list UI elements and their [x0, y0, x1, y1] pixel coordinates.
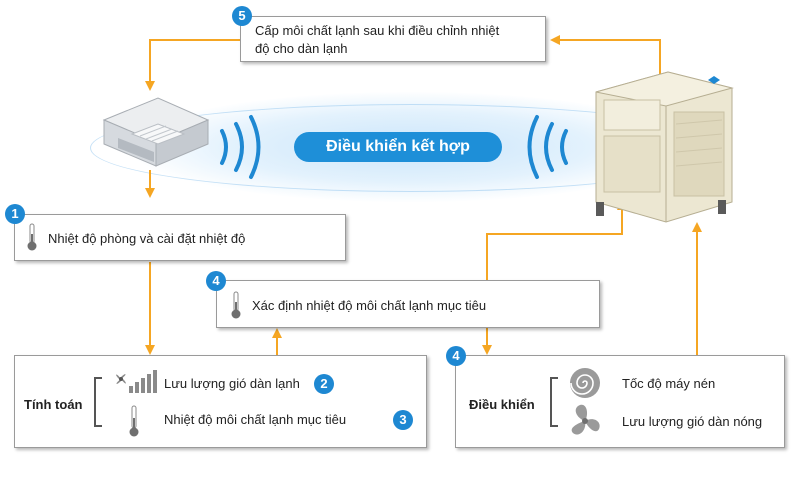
propeller-icon: [571, 404, 600, 435]
step4-target-text: Xác định nhiệt độ môi chất lạnh mục tiêu: [252, 298, 487, 313]
control-title: Điều khiển: [469, 397, 535, 412]
calc-airflow-badge: 2: [314, 374, 334, 394]
step4-target-box: [216, 280, 600, 328]
step1-box: [14, 214, 346, 261]
calculation-title: Tính toán: [24, 397, 83, 412]
calc-refrigerant-badge: 3: [393, 410, 413, 430]
step5-text-line2: độ cho dàn lạnh: [255, 41, 348, 56]
control-outdoor-fan-text: Lưu lượng gió dàn nóng: [622, 414, 763, 429]
step1-text: Nhiệt độ phòng và cài đặt nhiệt độ: [48, 231, 246, 246]
control-compressor-text: Tốc độ máy nén: [622, 376, 716, 391]
arrow-step5-to-indoor: [145, 39, 240, 91]
fan-icon: [116, 374, 126, 384]
step5-text-line1: Cấp môi chất lạnh sau khi điều chỉnh nhi…: [255, 23, 500, 38]
control-box: [455, 355, 785, 448]
arrow-to-outdoor-left: [486, 200, 627, 300]
calc-refrigerant-text: Nhiệt độ môi chất lạnh mục tiêu: [164, 412, 347, 427]
arrow-outdoor-to-step5: [550, 35, 661, 86]
calculation-bracket: [94, 377, 102, 427]
thermometer-icon: [231, 291, 241, 319]
control-badge: 4: [446, 346, 466, 366]
calculation-box: [14, 355, 427, 448]
wifi-wave-icon-right: [527, 115, 568, 179]
step5-badge: 5: [232, 6, 252, 26]
step1-badge: 1: [5, 204, 25, 224]
thermometer-icon: [129, 405, 139, 437]
wifi-wave-icon-left: [220, 115, 261, 179]
signal-bars-icon: [129, 370, 157, 393]
outdoor-unit: [595, 71, 734, 223]
step5-box: [240, 16, 546, 62]
indoor-cassette-unit: [102, 97, 210, 167]
step4-target-badge: 4: [206, 271, 226, 291]
calc-airflow-text: Lưu lượng gió dàn lạnh: [164, 376, 300, 391]
compressor-swirl-icon: [570, 368, 600, 398]
thermometer-icon: [27, 223, 37, 251]
combined-control-label: Điều khiển kết hợp: [294, 132, 502, 162]
control-bracket: [550, 377, 558, 427]
